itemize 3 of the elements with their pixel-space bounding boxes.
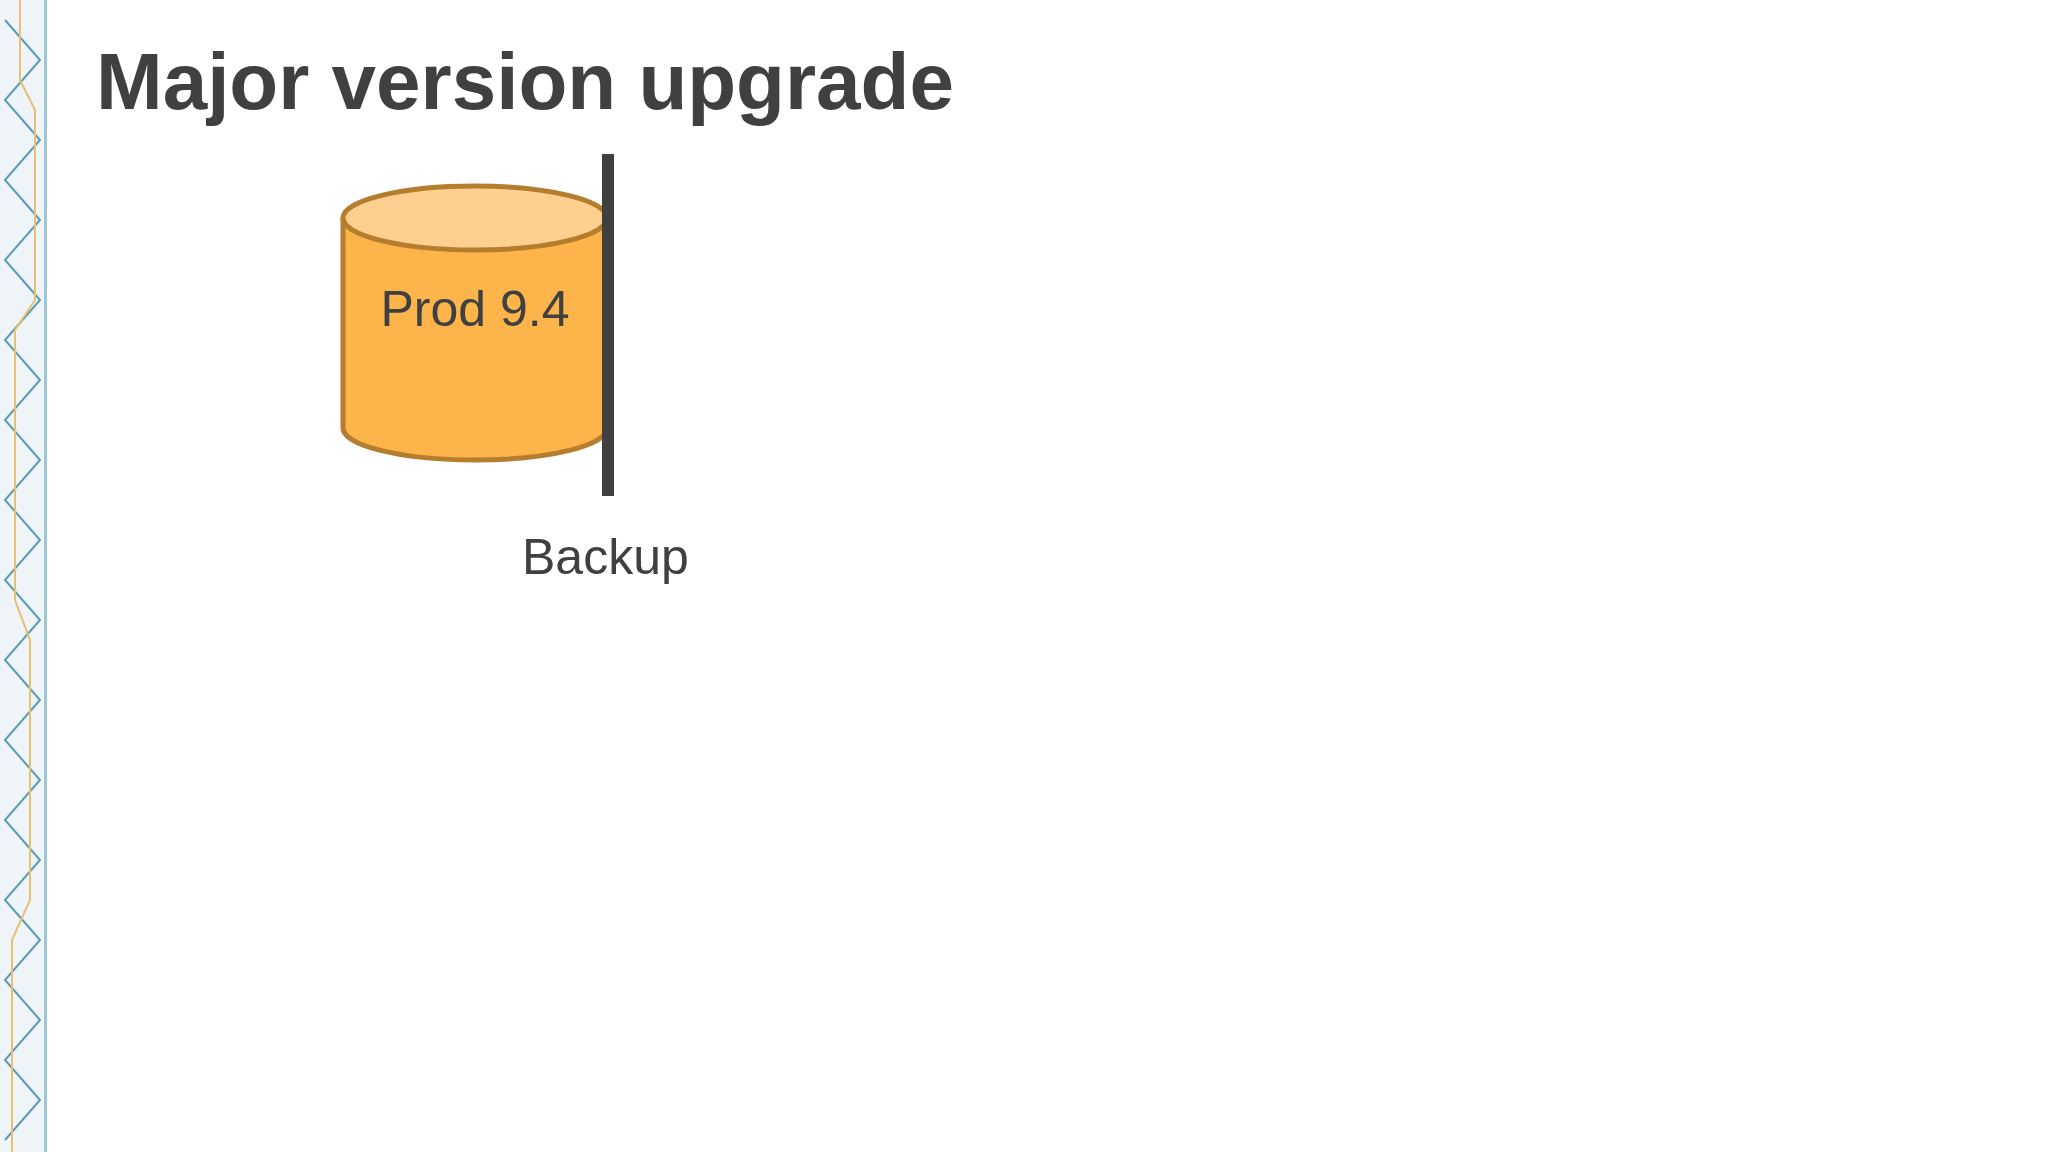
backup-label: Backup (522, 528, 689, 586)
slide-title: Major version upgrade (96, 36, 954, 128)
database-label: Prod 9.4 (379, 280, 571, 339)
